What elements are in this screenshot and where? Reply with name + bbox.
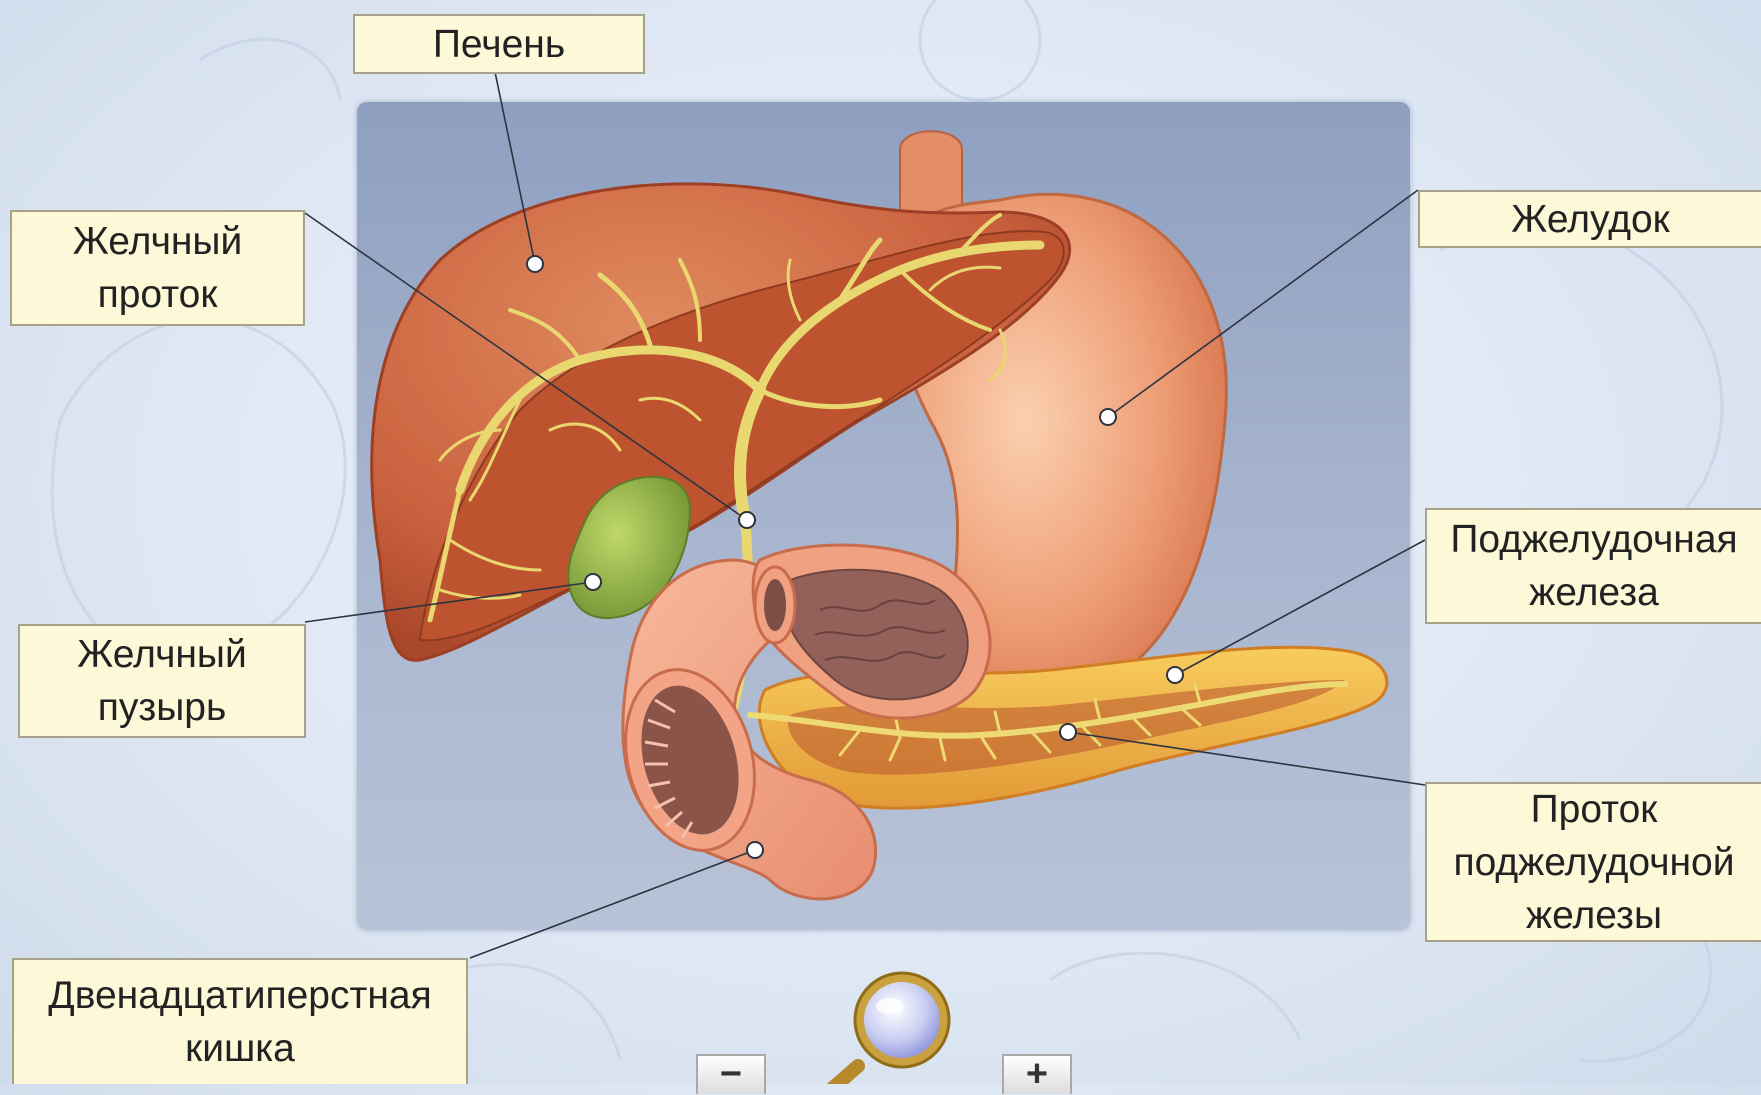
label-bile-duct: Желчный проток bbox=[10, 210, 305, 326]
label-liver: Печень bbox=[353, 14, 645, 74]
zoom-in-button[interactable]: + bbox=[1002, 1054, 1072, 1094]
label-pancreas: Поджелудочная железа bbox=[1425, 508, 1761, 624]
zoom-out-button[interactable]: − bbox=[696, 1054, 766, 1094]
label-stomach: Желудок bbox=[1418, 190, 1761, 248]
magnifier-icon[interactable] bbox=[820, 968, 960, 1084]
label-duodenum: Двенадцатиперстная кишка bbox=[12, 958, 468, 1084]
label-pancreatic-duct: Проток поджелудочной железы bbox=[1425, 782, 1761, 942]
esophagus bbox=[900, 131, 962, 215]
label-gallbladder: Желчный пузырь bbox=[18, 624, 306, 738]
